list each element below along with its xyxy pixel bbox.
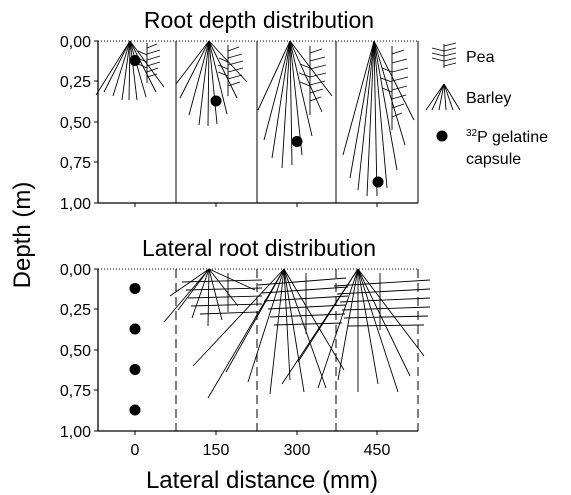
legend: Pea Barley 32P gelatine capsule (425, 42, 548, 168)
x-tick-label: 450 (364, 442, 391, 459)
capsule-legend-line1: P gelatine (477, 129, 548, 146)
top-panel: 0,00 0,25 0,50 0,75 1,00 (60, 34, 419, 213)
pea-root-icon (217, 45, 244, 96)
pea-root-icon (380, 46, 409, 130)
x-tick-label: 150 (203, 442, 230, 459)
bottom-capsule-point (129, 363, 141, 375)
bottom-panel-title: Lateral root distribution (142, 235, 376, 261)
pea-root-icon (257, 273, 349, 334)
bottom-capsule-point (129, 282, 141, 294)
x-tick-label: 0 (131, 442, 140, 459)
bottom-panel: 0,00 0,25 0,50 0,75 1,00 0 150 300 450 (60, 262, 419, 459)
top-root-drawings (95, 40, 415, 197)
bottom-y-tick-label: 1,00 (60, 424, 91, 441)
barley-root-icon (281, 268, 425, 393)
barley-root-icon (342, 40, 415, 197)
capsule-legend-label: 32P gelatine (466, 128, 548, 146)
capsule-legend-line2: capsule (466, 151, 521, 168)
top-y-tick-label: 0,50 (60, 115, 91, 132)
bottom-y-tick-label: 0,75 (60, 383, 91, 400)
bottom-root-drawings (163, 268, 431, 399)
x-tick-label: 300 (284, 442, 311, 459)
top-capsule-point (372, 176, 384, 188)
pea-root-icon (136, 43, 161, 83)
bottom-capsule-point (129, 404, 141, 416)
top-capsule-points (129, 54, 384, 188)
top-capsule-point (210, 95, 222, 107)
top-capsule-point (291, 135, 303, 147)
pea-root-icon (181, 273, 263, 315)
top-y-tick-label: 0,75 (60, 155, 91, 172)
top-y-tick-label: 1,00 (60, 196, 91, 213)
barley-legend-icon (425, 83, 461, 111)
pea-root-icon (298, 46, 327, 115)
bottom-y-tick-label: 0,25 (60, 302, 91, 319)
pea-legend-label: Pea (466, 49, 495, 66)
pea-root-icon (333, 273, 431, 330)
bottom-capsule-points (129, 282, 141, 416)
bottom-y-tick-label: 0,00 (60, 262, 91, 279)
barley-root-icon (175, 40, 248, 127)
x-axis-label: Lateral distance (mm) (146, 467, 378, 494)
barley-root-icon (257, 40, 333, 169)
barley-root-icon (192, 268, 345, 399)
top-y-tick-label: 0,25 (60, 74, 91, 91)
bottom-y-tick-label: 0,50 (60, 343, 91, 360)
capsule-legend-marker (436, 130, 448, 142)
barley-root-icon (163, 268, 256, 327)
top-capsule-point (129, 54, 141, 66)
y-axis-label: Depth (m) (9, 182, 36, 289)
barley-root-icon (95, 40, 165, 101)
bottom-capsule-point (129, 323, 141, 335)
top-y-tick-label: 0,00 (60, 34, 91, 51)
capsule-legend-superscript: 32 (466, 128, 478, 139)
top-panel-title: Root depth distribution (144, 7, 374, 33)
pea-legend-icon (431, 42, 457, 68)
barley-legend-label: Barley (466, 90, 511, 107)
